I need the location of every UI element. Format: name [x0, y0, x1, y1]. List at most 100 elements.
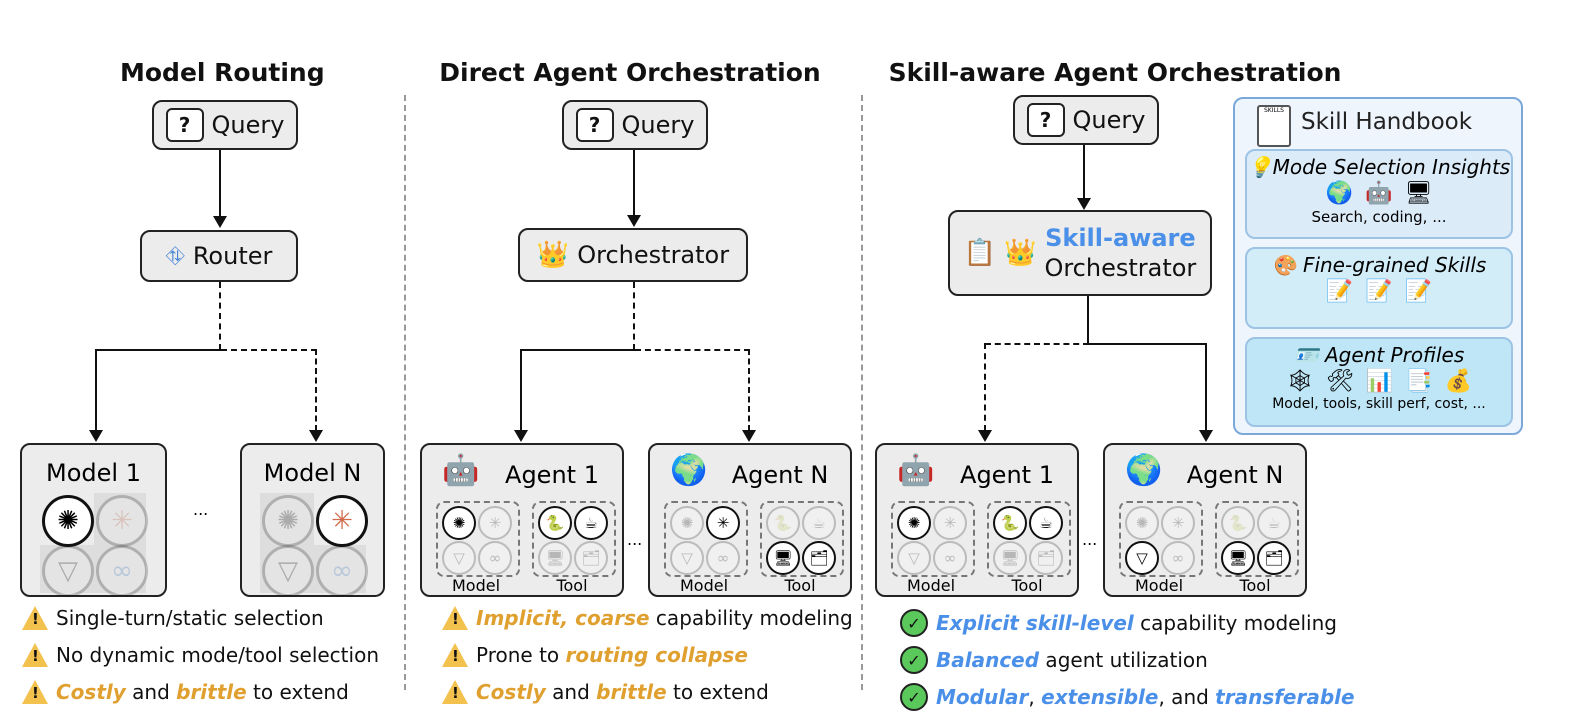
- gemini-logo-icon: ▽: [442, 541, 476, 575]
- title-skill-orchestration: Skill-aware Agent Orchestration: [888, 58, 1342, 87]
- claude-logo-icon: ✳: [706, 506, 740, 540]
- arrow-head: [309, 430, 323, 442]
- mode-selection-insights: 💡Mode Selection Insights 🌍🤖🖥 Search, cod…: [1245, 149, 1513, 239]
- skills-notebook-icon: SKILLS: [1257, 105, 1291, 147]
- workflow-tool-icon: 🗂: [574, 541, 608, 575]
- king-character-icon: 👑: [1004, 238, 1037, 268]
- model-label: Model: [451, 576, 501, 595]
- openai-logo-icon: ✺: [442, 506, 476, 540]
- connector: [633, 282, 635, 350]
- router-box: ⛗Router: [140, 230, 298, 282]
- bullet-text: No dynamic mode/tool selection: [56, 643, 379, 667]
- arrow-line: [1083, 145, 1085, 199]
- pros-cons-icon: 📑: [1405, 369, 1433, 394]
- meta-logo-icon: ∞: [478, 541, 512, 575]
- arrow-head: [1077, 198, 1091, 210]
- browser-tool-icon: 🖥: [1221, 541, 1255, 575]
- agent-1-label: Agent 1: [505, 461, 599, 489]
- meta-logo-icon: ∞: [933, 541, 967, 575]
- arrow-head: [1199, 430, 1213, 442]
- model-label: Model: [1134, 576, 1184, 595]
- bullet-item: ✓Modular, extensible, and transferable: [900, 683, 1355, 711]
- bullet-segment: capability modeling: [1133, 611, 1337, 635]
- check-circle-icon: ✓: [900, 609, 928, 637]
- workflow-tool-icon: 🗂: [802, 541, 836, 575]
- mode-selection-caption: Search, coding, ...: [1311, 208, 1447, 226]
- warning-icon: !: [442, 643, 468, 667]
- ellipsis: ...: [193, 500, 209, 519]
- gemini-logo-icon: ▽: [1125, 541, 1159, 575]
- globe-agent-icon: 🌍: [670, 453, 708, 488]
- bullet-text: Single-turn/static selection: [56, 606, 324, 630]
- model-label: Model: [679, 576, 729, 595]
- warning-icon: !: [442, 606, 468, 630]
- neural-network-icon: 🕸: [1285, 369, 1314, 394]
- arrow-head: [627, 215, 641, 227]
- bullet-text: Modular, extensible, and transferable: [936, 685, 1355, 709]
- connector: [95, 349, 221, 351]
- bullet-segment: , and: [1158, 685, 1216, 709]
- connector: [984, 343, 986, 431]
- bullet-segment: Explicit skill-level: [936, 611, 1134, 635]
- warning-icon: !: [22, 606, 48, 630]
- tool-group: 🐍☕🖥🗂: [760, 501, 844, 577]
- query-box: ?Query: [1013, 95, 1159, 145]
- skill-doc-icon: 📝: [1365, 279, 1393, 304]
- bullet-item: !Costly and brittle to extend: [22, 680, 349, 704]
- warning-icon: !: [22, 643, 48, 667]
- openai-logo-icon: ✺: [670, 506, 704, 540]
- bullet-segment: routing collapse: [565, 643, 748, 667]
- bullet-segment: capability modeling: [649, 606, 853, 630]
- agent-profiles-caption: Model, tools, skill perf, cost, ...: [1272, 396, 1486, 412]
- meta-logo-icon: ∞: [706, 541, 740, 575]
- check-circle-icon: ✓: [900, 646, 928, 674]
- bullet-item: !Costly and brittle to extend: [442, 680, 769, 704]
- bullet-segment: extensible: [1041, 685, 1159, 709]
- money-bag-icon: 💰: [1444, 369, 1473, 394]
- robot-agent-icon: 🤖: [897, 453, 935, 488]
- robot-coder-icon: 🤖: [1365, 181, 1393, 206]
- orchestrator-label: Orchestrator: [577, 241, 730, 269]
- bullet-segment: brittle: [596, 680, 667, 704]
- handbook-title: Skill Handbook: [1301, 109, 1473, 135]
- model-group: ✺✳▽∞: [1119, 501, 1203, 577]
- bullet-segment: Costly: [476, 680, 546, 704]
- workflow-tool-icon: 🗂: [1029, 541, 1063, 575]
- bullet-segment: Balanced: [936, 648, 1040, 672]
- skill-handbook: SKILLS Skill Handbook 💡Mode Selection In…: [1233, 97, 1523, 435]
- meta-logo-icon: ∞: [1161, 541, 1195, 575]
- claude-logo-icon: ✳: [316, 495, 368, 547]
- connector: [95, 349, 97, 431]
- query-label: Query: [621, 111, 695, 139]
- bullet-segment: Implicit, coarse: [476, 606, 650, 630]
- bullet-segment: and: [545, 680, 597, 704]
- openai-logo-icon: ✺: [262, 495, 314, 547]
- model-1-label: Model 1: [46, 459, 141, 487]
- model-n-box: Model N ✺ ✳ ▽ ∞: [240, 443, 385, 597]
- tool-label: Tool: [784, 576, 816, 595]
- king-character-icon: 👑: [536, 240, 570, 270]
- question-bubble-icon: ?: [575, 108, 614, 142]
- gemini-logo-icon: ▽: [262, 545, 314, 597]
- browser-tool-icon: 🖥: [538, 541, 572, 575]
- fine-grained-skills: 🎨 Fine-grained Skills 📝📝📝: [1245, 247, 1513, 329]
- arrow-head: [89, 430, 103, 442]
- agent-profiles-title: Agent Profiles: [1324, 343, 1465, 367]
- bullet-text: Balanced agent utilization: [936, 648, 1208, 672]
- tool-group: 🐍☕🖥🗂: [532, 501, 616, 577]
- arrow-line: [219, 150, 221, 218]
- browser-bot-icon: 🖥: [1404, 181, 1433, 206]
- model-1-box: Model 1 ✺ ✳ ▽ ∞: [20, 443, 167, 597]
- arrow-head: [514, 430, 528, 442]
- python-icon: 🐍: [993, 506, 1027, 540]
- workflow-tool-icon: 🗂: [1257, 541, 1291, 575]
- java-file-icon: ☕: [1029, 506, 1063, 540]
- warning-icon: !: [442, 680, 468, 704]
- separator: [861, 95, 863, 690]
- tool-label: Tool: [556, 576, 588, 595]
- connector: [219, 282, 221, 350]
- meta-logo-icon: ∞: [316, 545, 368, 597]
- bullet-segment: ,: [1028, 685, 1042, 709]
